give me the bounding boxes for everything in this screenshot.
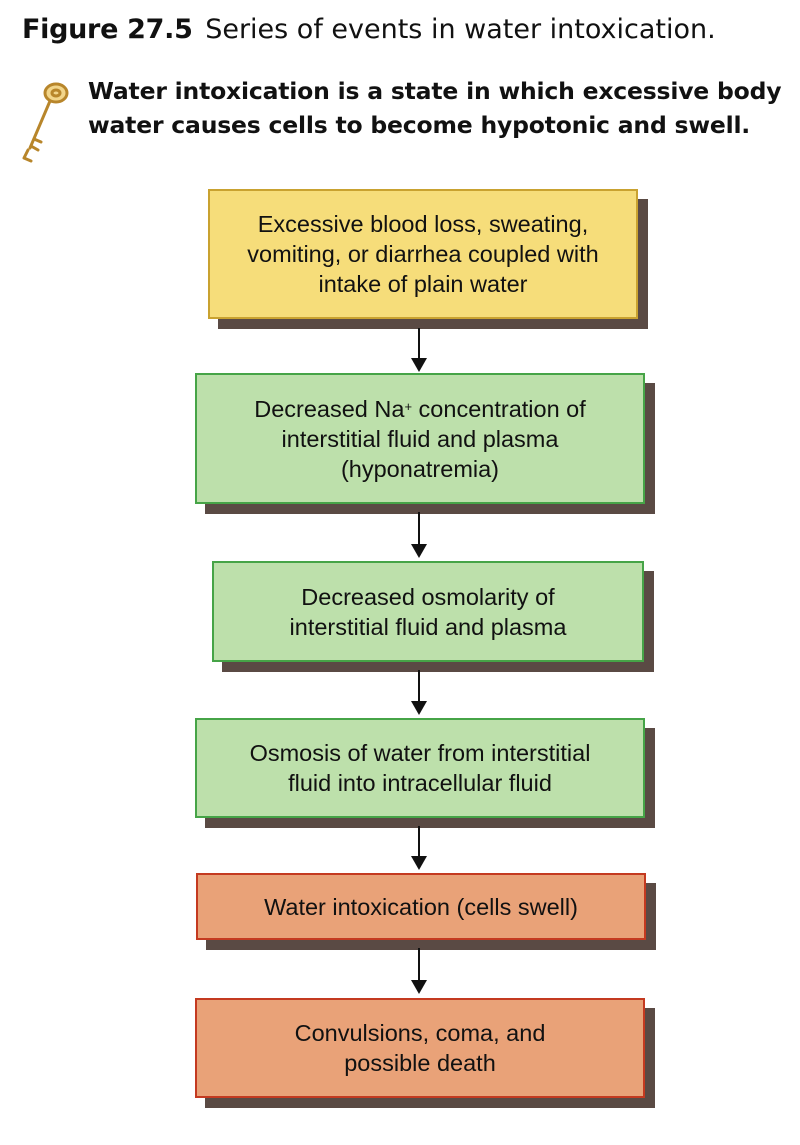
key-note: Water intoxication is a state in which e… [88, 77, 782, 139]
flow-step-blood-loss: Excessive blood loss, sweating, vomiting… [208, 189, 638, 319]
flow-step-hyponatremia-text: Decreased Na+ concentration of interstit… [254, 394, 586, 484]
figure-number: Figure 27.5 [22, 14, 193, 45]
flow-arrow [411, 826, 427, 870]
flow-step-osmolarity: Decreased osmolarity of interstitial flu… [212, 561, 644, 662]
flow-step-osmosis: Osmosis of water from interstitial fluid… [195, 718, 645, 818]
flow-arrow [411, 670, 427, 715]
flow-step-hyponatremia-suffix: concentration of interstitial fluid and … [281, 395, 586, 482]
figure-caption: Series of events in water intoxication. [205, 14, 716, 45]
flow-arrow [411, 328, 427, 372]
key-icon [22, 82, 69, 163]
flow-step-hyponatremia: Decreased Na+ concentration of interstit… [195, 373, 645, 504]
flow-arrow [411, 948, 427, 994]
flow-arrow [411, 512, 427, 558]
sodium-superscript: + [404, 398, 413, 414]
flow-step-convulsions: Convulsions, coma, and possible death [195, 998, 645, 1098]
figure-title: Figure 27.5 Series of events in water in… [22, 10, 792, 50]
flow-step-water-intoxication: Water intoxication (cells swell) [196, 873, 646, 940]
flow-step-hyponatremia-prefix: Decreased Na [254, 395, 405, 422]
